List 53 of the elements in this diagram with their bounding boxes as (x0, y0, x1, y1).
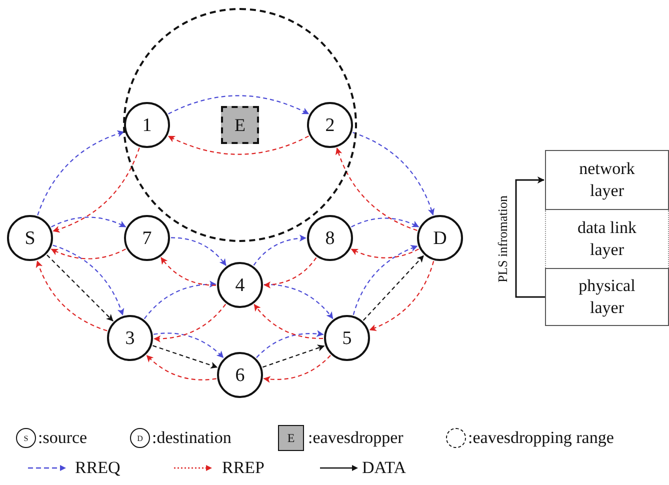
router-node: 3 (107, 315, 153, 361)
node-symbol: S (16, 428, 36, 448)
arrow (253, 234, 306, 266)
arrow (154, 332, 224, 358)
legend-text: :destination (152, 428, 232, 448)
arrow (351, 218, 420, 228)
arrow (515, 176, 545, 298)
protocol-layer-box: network layer (545, 150, 669, 210)
arrow (362, 255, 424, 321)
legend-text: RREQ (75, 458, 120, 478)
legend-text: :source (38, 428, 88, 448)
legend-text: RREP (222, 458, 265, 478)
protocol-layer-box: data link layer (545, 210, 669, 268)
arrow (160, 257, 216, 286)
arrow (168, 95, 310, 114)
legend-text: DATA (362, 458, 406, 478)
arrow (262, 344, 325, 368)
arrow (369, 260, 434, 331)
legend-text: :eavesdropper (308, 428, 404, 448)
router-node: 7 (124, 215, 170, 261)
arrow (154, 304, 226, 342)
arrow (264, 284, 334, 319)
router-node: D (417, 215, 463, 261)
router-node: 4 (217, 262, 263, 308)
arrow (168, 136, 309, 155)
arrow (46, 254, 114, 322)
arrow (254, 304, 324, 340)
arrow (52, 244, 124, 316)
arrow (352, 132, 434, 216)
arrow (256, 330, 324, 358)
arrow (146, 354, 216, 380)
node-symbol: D (130, 428, 150, 448)
arrow (152, 345, 218, 369)
arrow (50, 248, 126, 260)
eavesdropper-symbol: E (278, 425, 304, 451)
arrow (37, 130, 124, 216)
eavesdropper-node: E (221, 106, 259, 144)
arrow (144, 280, 216, 320)
arrow (350, 248, 419, 258)
protocol-layer-box: physical layer (545, 268, 669, 326)
arrow (36, 260, 108, 332)
arrow (52, 148, 140, 232)
router-node: 6 (217, 352, 263, 398)
router-node: 5 (324, 315, 370, 361)
router-node: 8 (307, 215, 353, 261)
arrow (352, 245, 418, 316)
arrow (336, 148, 418, 231)
arrow (51, 216, 126, 228)
arrow (170, 237, 226, 266)
arrow (264, 257, 317, 288)
legend-text: :eavesdropping range (468, 428, 614, 448)
router-node: S (7, 215, 53, 261)
arrow (263, 355, 331, 383)
